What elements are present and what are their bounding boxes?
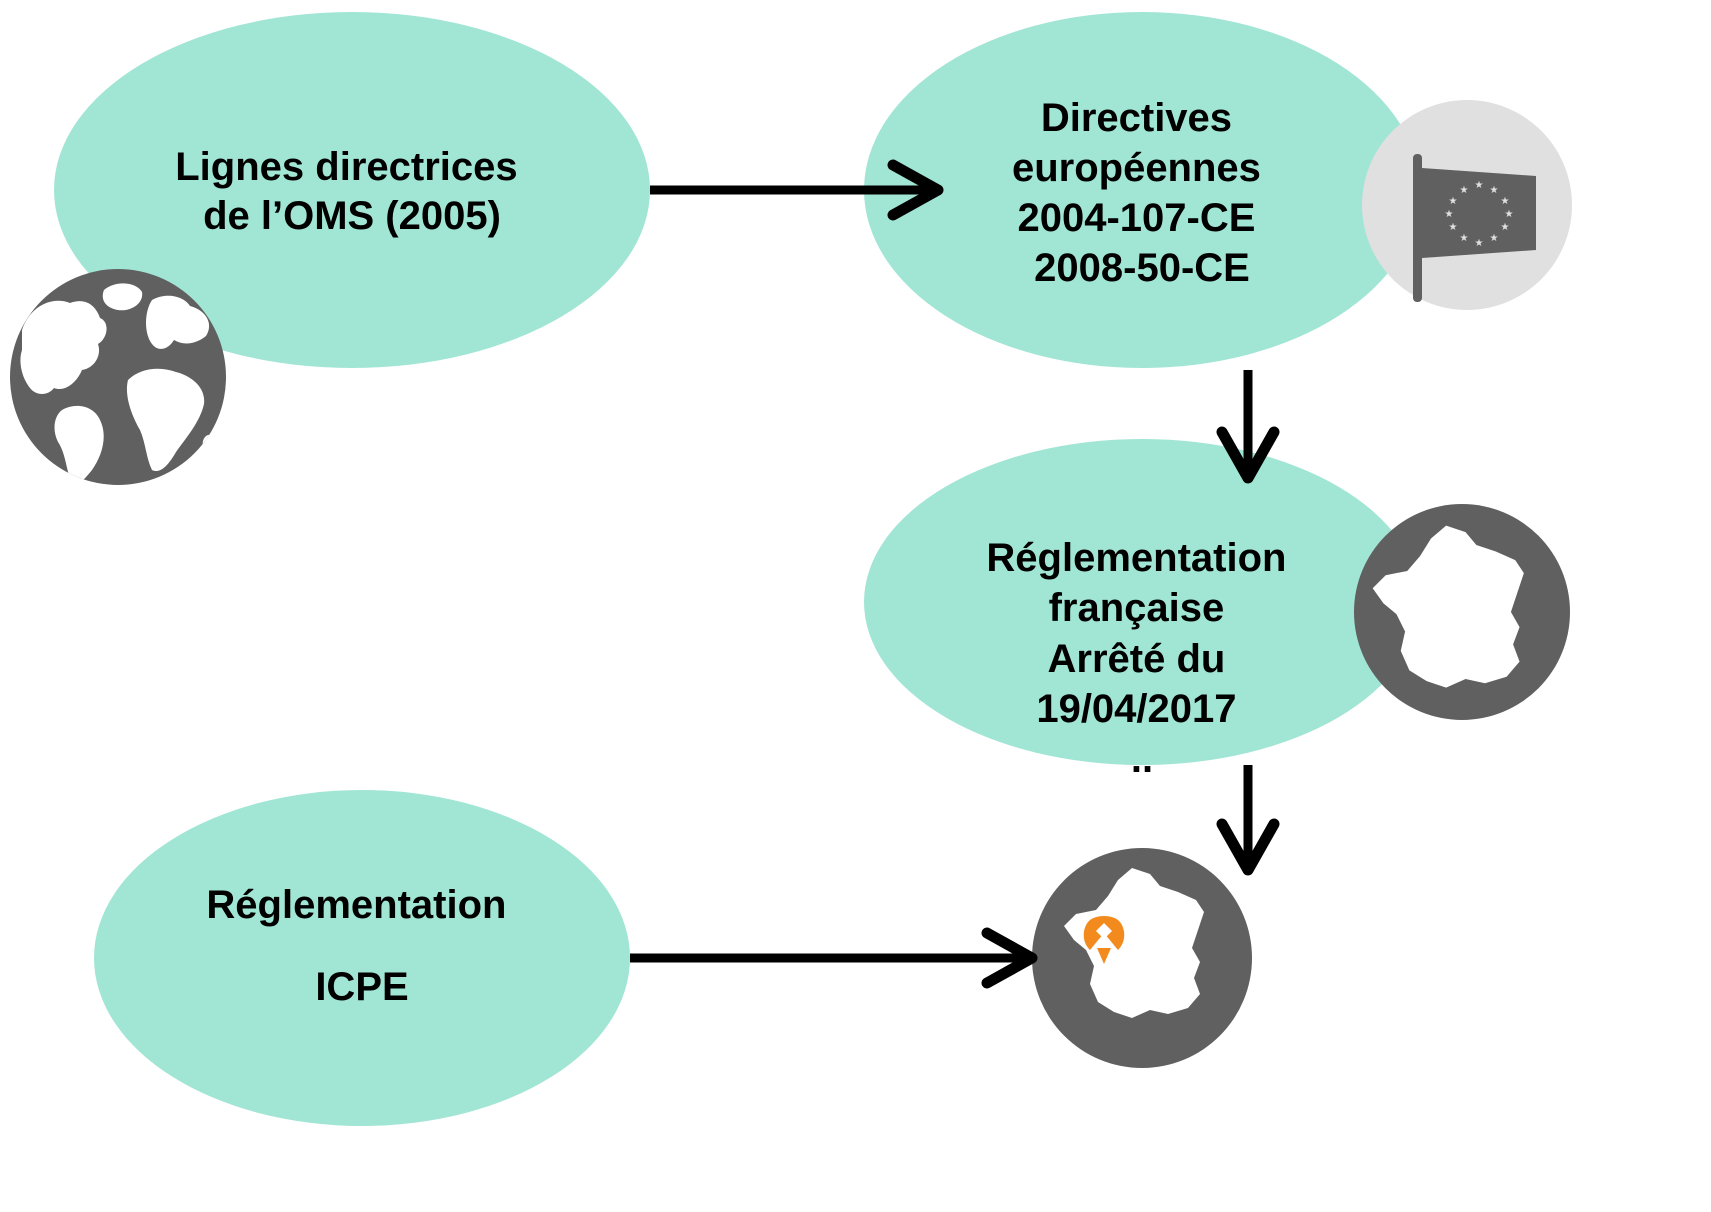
svg-text:★: ★ bbox=[1449, 196, 1458, 207]
eu-flag-icon: ★ ★ ★ ★ ★ ★ ★ ★ ★ ★ ★ ★ bbox=[1362, 100, 1572, 310]
node-icpe-line-2: ICPE bbox=[315, 965, 408, 1009]
arrow-fr-to-local bbox=[1216, 765, 1280, 876]
svg-text:Réglementation ICPE: Réglementation ICPE bbox=[206, 883, 517, 1009]
node-oms-line-1: Lignes directrices bbox=[175, 145, 517, 189]
node-fr-bubble bbox=[864, 439, 1420, 765]
node-icpe-bubble bbox=[94, 790, 630, 1126]
node-eu-bubble bbox=[864, 12, 1420, 368]
node-fr-line-2: française bbox=[1049, 586, 1225, 630]
node-oms-guidelines: Lignes directrices de l’OMS (2005) bbox=[54, 12, 650, 368]
svg-text:★: ★ bbox=[1490, 185, 1499, 196]
node-eu-line-2: européennes bbox=[1012, 146, 1261, 190]
node-icpe-line-1: Réglementation bbox=[206, 883, 506, 927]
svg-text:★: ★ bbox=[1501, 222, 1510, 233]
node-fr-line-1: Réglementation bbox=[986, 536, 1286, 580]
svg-text:★: ★ bbox=[1460, 185, 1469, 196]
svg-text:★: ★ bbox=[1501, 196, 1510, 207]
arrow-icpe-to-local bbox=[630, 927, 1038, 989]
france-map-pin-icon bbox=[1032, 848, 1252, 1068]
node-fr-line-5: .. bbox=[1131, 737, 1153, 781]
svg-text:Réglementation française: Réglementation française Arrêté du 19/04… bbox=[986, 536, 1297, 781]
svg-text:★: ★ bbox=[1490, 233, 1499, 244]
node-icpe-regulation: Réglementation ICPE bbox=[94, 790, 630, 1126]
svg-text:★: ★ bbox=[1445, 209, 1454, 220]
node-fr-line-3: Arrêté du bbox=[1048, 637, 1226, 681]
node-eu-line-3: 2004-107-CE bbox=[1017, 196, 1255, 240]
arrow-eu-to-fr bbox=[1216, 370, 1280, 484]
node-eu-directives: Directives européennes 2004-107-CE 2008-… bbox=[864, 12, 1420, 368]
node-oms-bubble bbox=[54, 12, 650, 368]
location-pin-icon bbox=[1083, 916, 1125, 964]
svg-text:★: ★ bbox=[1460, 233, 1469, 244]
svg-text:★: ★ bbox=[1475, 180, 1484, 191]
node-eu-line-1: Directives bbox=[1041, 96, 1232, 140]
france-map-icon bbox=[1354, 504, 1570, 720]
node-french-regulation: Réglementation française Arrêté du 19/04… bbox=[864, 439, 1420, 781]
svg-text:Lignes directrices de l’: Lignes directrices de l’OMS (2005) bbox=[175, 145, 529, 238]
globe-icon bbox=[10, 269, 226, 485]
svg-text:★: ★ bbox=[1505, 209, 1514, 220]
arrow-oms-to-eu bbox=[650, 159, 944, 221]
node-oms-line-2: de l’OMS (2005) bbox=[203, 194, 501, 238]
node-fr-line-4: 19/04/2017 bbox=[1036, 687, 1236, 731]
svg-text:★: ★ bbox=[1449, 222, 1458, 233]
svg-text:Directives européennes: Directives européennes 2004-107-CE 2008-… bbox=[1012, 96, 1272, 290]
node-eu-line-4: 2008-50-CE bbox=[1034, 246, 1250, 290]
svg-text:★: ★ bbox=[1475, 238, 1484, 249]
